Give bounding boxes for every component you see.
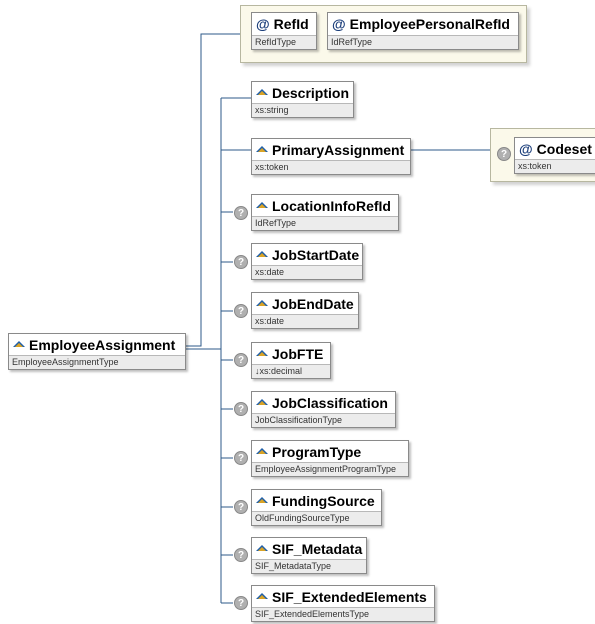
element-type: OldFundingSourceType [252,511,381,525]
element-icon [256,146,268,152]
element-name: JobEndDate [272,296,354,312]
root-to-attributes-connector [186,33,240,347]
element-name: ProgramType [272,444,362,460]
element-icon [13,341,25,347]
element-icon [256,89,268,95]
element-name: JobFTE [272,346,324,362]
element-name: EmployeeAssignment [29,337,176,353]
element-name: JobClassification [272,395,388,411]
optional-icon: ? [234,206,248,220]
element-type: xs:date [252,314,358,328]
optional-icon: ? [234,402,248,416]
element-type: xs:string [252,103,353,117]
element-name: Description [272,85,350,101]
element-jobenddate[interactable]: JobEndDate xs:date [251,292,359,329]
optional-icon: ? [234,353,248,367]
attribute-type: RefIdType [252,35,316,49]
optional-icon: ? [234,500,248,514]
attribute-employeepersonalrefid[interactable]: @ EmployeePersonalRefId IdRefType [327,12,519,50]
element-icon [256,497,268,503]
attribute-icon: @ [256,16,270,32]
element-icon [256,399,268,405]
optional-icon: ? [234,596,248,610]
element-name: SIF_Metadata [272,541,363,557]
element-type: xs:date [252,265,362,279]
element-name: JobStartDate [272,247,360,263]
attribute-refid[interactable]: @ RefId RefIdType [251,12,317,50]
attribute-icon: @ [519,141,533,157]
element-type: IdRefType [252,216,398,230]
element-type: SIF_MetadataType [252,559,366,573]
attribute-name: Codeset [536,141,592,157]
attribute-name: RefId [273,16,309,32]
element-locationinforefid[interactable]: LocationInfoRefId IdRefType [251,194,399,231]
element-icon [256,545,268,551]
element-sif-metadata[interactable]: SIF_Metadata SIF_MetadataType [251,537,367,574]
root-element-employeeassignment[interactable]: EmployeeAssignment EmployeeAssignmentTyp… [8,333,186,370]
element-name: FundingSource [272,493,375,509]
element-programtype[interactable]: ProgramType EmployeeAssignmentProgramTyp… [251,440,409,477]
element-name: SIF_ExtendedElements [272,589,427,605]
element-type: JobClassificationType [252,413,395,427]
element-icon [256,448,268,454]
optional-icon: ? [497,147,511,161]
element-icon [256,593,268,599]
element-jobfte[interactable]: JobFTE ↓xs:decimal [251,342,331,379]
element-name: PrimaryAssignment [272,142,405,158]
element-jobclassification[interactable]: JobClassification JobClassificationType [251,391,396,428]
element-primaryassignment[interactable]: PrimaryAssignment xs:token [251,138,411,175]
optional-icon: ? [234,548,248,562]
element-sif-extendedelements[interactable]: SIF_ExtendedElements SIF_ExtendedElement… [251,585,435,622]
element-fundingsource[interactable]: FundingSource OldFundingSourceType [251,489,382,526]
element-icon [256,300,268,306]
element-type: SIF_ExtendedElementsType [252,607,434,621]
element-type: ↓xs:decimal [252,364,330,378]
element-icon [256,251,268,257]
optional-icon: ? [234,304,248,318]
element-type: xs:token [252,160,410,174]
attribute-icon: @ [332,16,346,32]
element-description[interactable]: Description xs:string [251,81,354,118]
element-type: EmployeeAssignmentProgramType [252,462,408,476]
optional-icon: ? [234,451,248,465]
attribute-type: xs:token [515,159,595,173]
attribute-name: EmployeePersonalRefId [349,16,510,32]
attribute-type: IdRefType [328,35,518,49]
element-type: EmployeeAssignmentType [9,355,185,369]
attribute-codeset[interactable]: @ Codeset xs:token [514,137,595,174]
optional-icon: ? [234,255,248,269]
element-icon [256,202,268,208]
element-icon [256,350,268,356]
element-name: LocationInfoRefId [272,198,391,214]
element-jobstartdate[interactable]: JobStartDate xs:date [251,243,363,280]
